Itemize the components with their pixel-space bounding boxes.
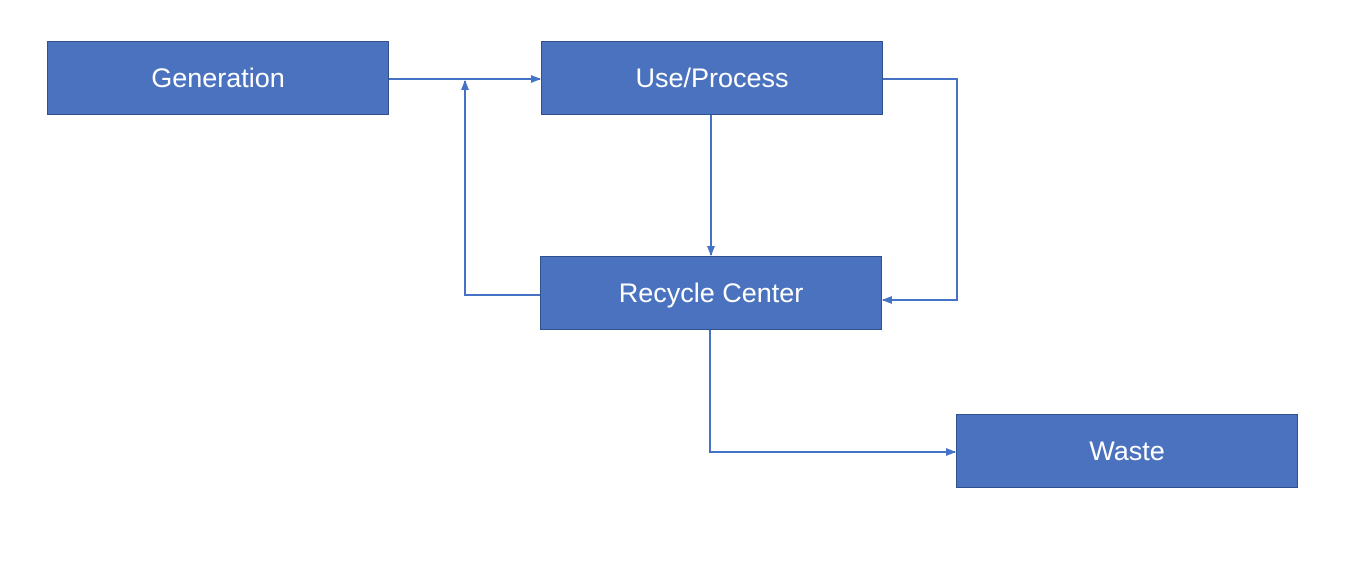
arrow-recycle-center-to-use-process (461, 80, 540, 296)
arrow-recycle-center-to-waste (709, 330, 956, 456)
node-waste-label: Waste (1089, 435, 1165, 466)
node-recycle-center: Recycle Center (540, 256, 882, 330)
node-recycle-center-label: Recycle Center (618, 277, 804, 308)
node-use-process: Use/Process (541, 41, 883, 115)
node-use-process-label: Use/Process (635, 62, 789, 93)
node-generation: Generation (47, 41, 389, 115)
node-generation-label: Generation (151, 62, 285, 93)
arrow-use-process-loop-to-recycle-center (882, 78, 958, 304)
node-waste: Waste (956, 414, 1298, 488)
